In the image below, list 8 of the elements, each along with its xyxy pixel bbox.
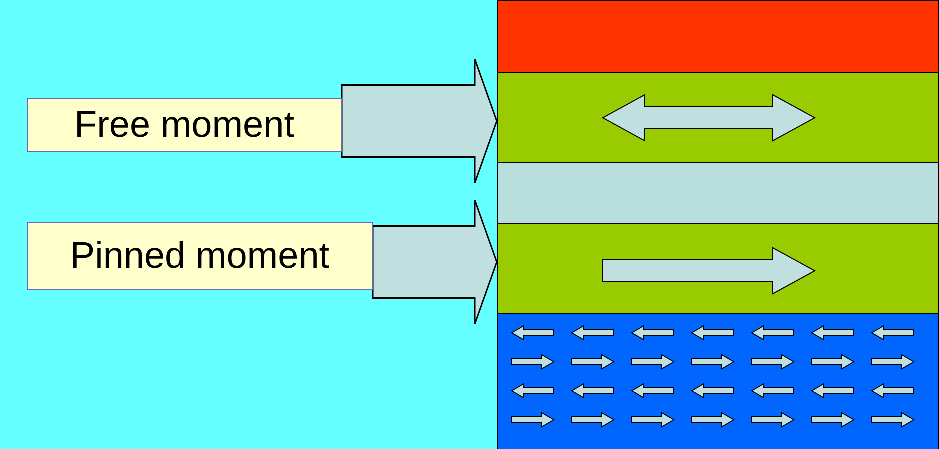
label-box [27, 222, 373, 290]
layer-band [497, 162, 939, 224]
layer-band [497, 0, 939, 73]
block-arrow [372, 200, 498, 325]
label-box [27, 98, 342, 152]
block-arrow [341, 58, 498, 184]
label-text: Pinned moment [70, 235, 330, 277]
label-text: Free moment [74, 104, 294, 146]
